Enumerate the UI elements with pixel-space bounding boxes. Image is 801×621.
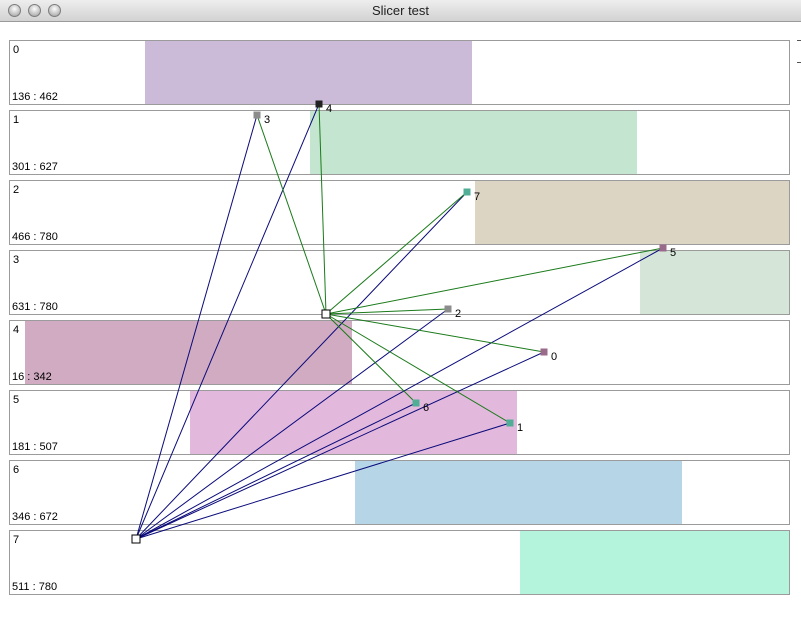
edge-marker xyxy=(797,62,801,63)
slice-range-bar[interactable] xyxy=(475,181,789,244)
slice-range-label: 16 : 342 xyxy=(12,371,52,383)
graph-edge xyxy=(135,103,320,540)
graph-node[interactable] xyxy=(253,111,261,119)
slice-row[interactable]: 2 466 : 780 xyxy=(9,180,790,245)
slice-row[interactable]: 4 16 : 342 xyxy=(9,320,790,385)
graph-edge xyxy=(135,402,417,540)
graph-node-label: 4 xyxy=(326,103,332,115)
hub-blue-node[interactable] xyxy=(131,534,141,544)
slice-index-label: 3 xyxy=(13,254,20,266)
hub-green-node[interactable] xyxy=(321,309,331,319)
graph-node[interactable] xyxy=(315,100,323,108)
graph-edge xyxy=(135,191,468,540)
graph-node[interactable] xyxy=(412,399,420,407)
slice-range-bar[interactable] xyxy=(355,461,682,524)
graph-edge xyxy=(256,114,327,315)
graph-edge xyxy=(325,313,417,404)
graph-node-label: 7 xyxy=(474,191,480,203)
slice-index-label: 5 xyxy=(13,394,20,406)
slice-index-label: 1 xyxy=(13,114,20,126)
graph-edge xyxy=(135,308,449,540)
graph-edge xyxy=(135,247,664,540)
minimize-window-button[interactable] xyxy=(28,4,41,17)
slice-index-label: 7 xyxy=(13,534,20,546)
slice-range-label: 631 : 780 xyxy=(12,301,58,313)
slice-range-label: 301 : 627 xyxy=(12,161,58,173)
slice-row[interactable]: 3 631 : 780 xyxy=(9,250,790,315)
graph-node-label: 1 xyxy=(517,422,523,434)
slice-index-label: 6 xyxy=(13,464,20,476)
slice-index-label: 4 xyxy=(13,324,20,336)
graph-edge xyxy=(325,313,511,424)
graph-edge xyxy=(135,351,545,540)
slice-range-bar[interactable] xyxy=(25,321,352,384)
window-title: Slicer test xyxy=(371,3,430,18)
slice-range-label: 466 : 780 xyxy=(12,231,58,243)
graph-node-label: 3 xyxy=(264,114,270,126)
graph-edge xyxy=(325,191,468,315)
graph-node[interactable] xyxy=(659,244,667,252)
slice-range-bar[interactable] xyxy=(145,41,472,104)
slice-row[interactable]: 0 136 : 462 xyxy=(9,40,790,105)
slice-range-label: 136 : 462 xyxy=(12,91,58,103)
slice-range-bar[interactable] xyxy=(640,251,789,314)
slice-row[interactable]: 6 346 : 672 xyxy=(9,460,790,525)
zoom-window-button[interactable] xyxy=(48,4,61,17)
graph-edge xyxy=(325,313,545,353)
window-titlebar: Slicer test xyxy=(0,0,801,22)
slice-index-label: 2 xyxy=(13,184,20,196)
slice-range-bar[interactable] xyxy=(520,531,789,594)
slice-range-bar[interactable] xyxy=(190,391,517,454)
slice-range-bar[interactable] xyxy=(310,111,637,174)
slice-row[interactable]: 1 301 : 627 xyxy=(9,110,790,175)
graph-overlay: 3 4 7 5 2 0 6 1 xyxy=(131,100,676,544)
graph-node-label: 0 xyxy=(551,351,557,363)
graph-node[interactable] xyxy=(444,305,452,313)
graph-node-label: 6 xyxy=(423,402,429,414)
slice-range-label: 511 : 780 xyxy=(12,581,58,593)
graph-node[interactable] xyxy=(506,419,514,427)
graph-node[interactable] xyxy=(463,188,471,196)
slice-index-label: 0 xyxy=(13,44,20,56)
slice-range-label: 346 : 672 xyxy=(12,511,58,523)
graph-node-label: 5 xyxy=(670,247,676,259)
slice-row[interactable]: 5 181 : 507 xyxy=(9,390,790,455)
graph-edge xyxy=(325,247,664,315)
slice-range-label: 181 : 507 xyxy=(12,441,58,453)
graph-edge xyxy=(135,422,511,540)
graph-edge xyxy=(318,103,327,315)
graph-edge xyxy=(325,308,449,315)
slicer-canvas[interactable]: 0 136 : 462 1 301 : 627 2 466 : 780 3 631 : 780… xyxy=(0,22,801,621)
edge-marker xyxy=(797,40,801,41)
graph-edge xyxy=(135,114,258,540)
graph-node-label: 2 xyxy=(455,308,461,320)
graph-node[interactable] xyxy=(540,348,548,356)
close-window-button[interactable] xyxy=(8,4,21,17)
